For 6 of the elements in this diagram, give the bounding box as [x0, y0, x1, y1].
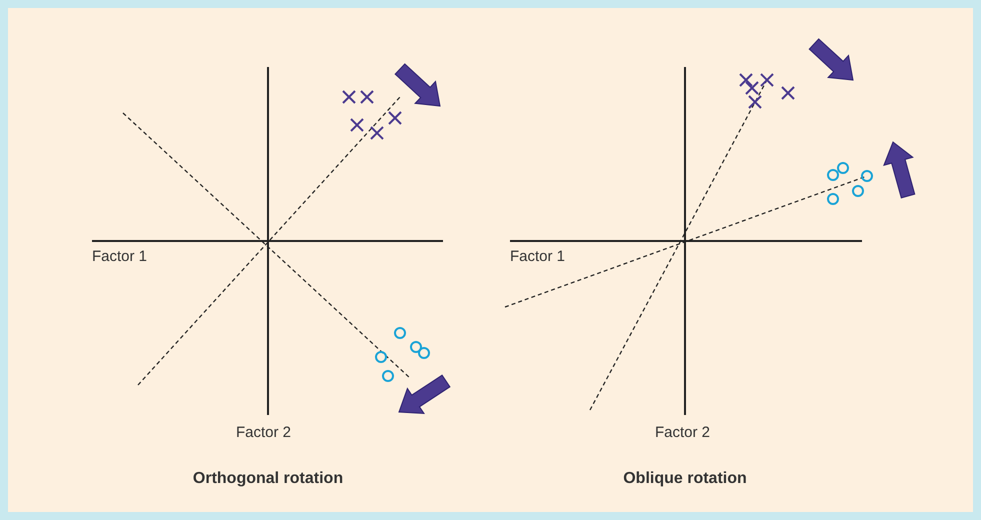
axis-label: Factor 2	[236, 424, 292, 441]
panel-title: Oblique rotation	[623, 470, 747, 488]
panel-title: Orthogonal rotation	[192, 470, 344, 488]
axis-label: Factor 1	[92, 248, 148, 265]
axis-label: Factor 1	[510, 248, 566, 265]
axis-label: Factor 2	[655, 424, 710, 441]
